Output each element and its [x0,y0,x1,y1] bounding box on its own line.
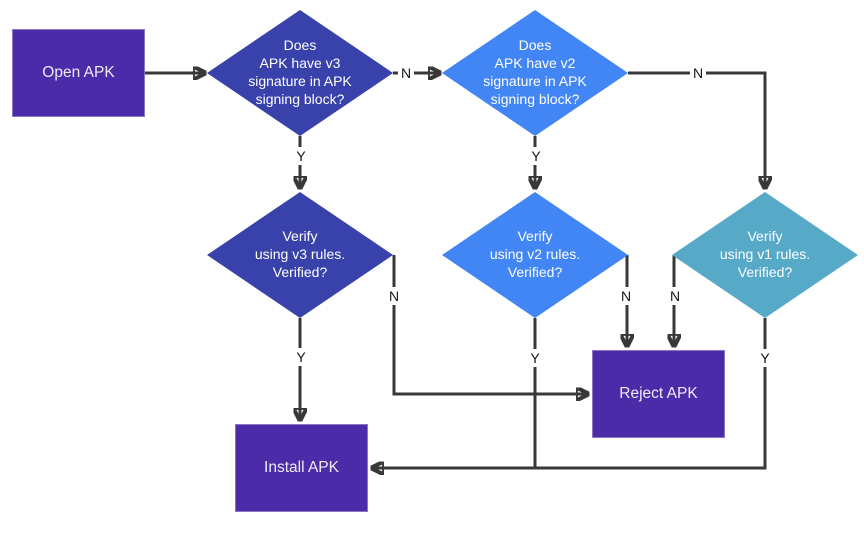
edge-label-v3check-no: N [397,64,415,82]
v2-signature-check-label: Does APK have v2 signature in APK signin… [483,37,587,107]
v2-signature-check-diamond: Does APK have v2 signature in APK signin… [442,10,628,136]
open-apk-label: Open APK [42,64,115,82]
reject-apk-node: Reject APK [592,350,725,438]
v1-verify-label: Verify using v1 rules. Verified? [719,228,811,280]
edge-label-v2verify-yes: Y [527,349,543,367]
connector-v2check-no-to-v1verify [628,71,765,186]
edge-label-v2check-no: N [689,64,707,82]
edge-label-v2check-yes: Y [528,147,544,165]
v3-signature-check-diamond: Does APK have v3 signature in APK signin… [207,10,393,136]
v3-verify-diamond: Verify using v3 rules. Verified? [207,192,393,318]
open-apk-node: Open APK [12,29,145,117]
edge-label-v3verify-no: N [385,287,403,305]
install-apk-node: Install APK [235,424,368,512]
install-apk-label: Install APK [264,459,339,477]
edge-label-v3verify-yes: Y [293,348,309,366]
v3-verify-label: Verify using v3 rules. Verified? [254,228,346,280]
edge-label-v3check-yes: Y [293,147,309,165]
v3-signature-check-label: Does APK have v3 signature in APK signin… [248,37,352,107]
reject-apk-label: Reject APK [619,385,698,403]
v2-verify-diamond: Verify using v2 rules. Verified? [442,192,628,318]
edge-label-v1verify-no: N [666,287,684,305]
v2-verify-label: Verify using v2 rules. Verified? [489,228,581,280]
edge-label-v1verify-yes: Y [757,349,773,367]
v1-verify-diamond: Verify using v1 rules. Verified? [672,192,858,318]
edge-label-v2verify-no: N [617,287,635,305]
